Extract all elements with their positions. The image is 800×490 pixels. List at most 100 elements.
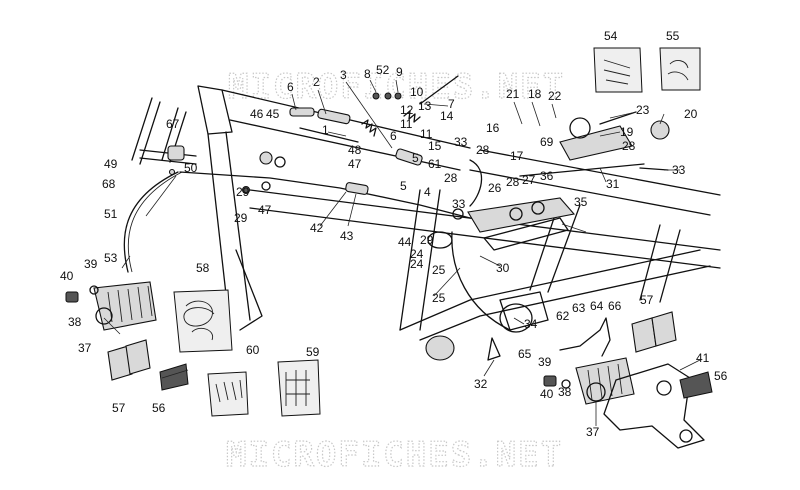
clip-32 bbox=[487, 337, 501, 361]
callout-66: 66 bbox=[608, 299, 622, 313]
reservoir-cap bbox=[569, 117, 591, 139]
bush-46 bbox=[259, 151, 273, 165]
shim-56-rear bbox=[679, 371, 713, 399]
callout-48: 48 bbox=[348, 143, 362, 157]
callout-56b: 56 bbox=[714, 369, 728, 383]
callout-9: 9 bbox=[396, 65, 403, 79]
brake-pads-57-rear bbox=[631, 311, 677, 353]
callout-33c: 33 bbox=[454, 135, 468, 149]
callout-45: 45 bbox=[266, 107, 280, 121]
callout-52: 52 bbox=[376, 63, 390, 77]
bolt-29 bbox=[242, 186, 250, 194]
callout-13: 13 bbox=[418, 99, 432, 113]
callout-25b: 25 bbox=[432, 263, 446, 277]
pivot-3 bbox=[395, 148, 423, 166]
callout-28c: 28 bbox=[444, 171, 458, 185]
frame-rear-strut-2 bbox=[639, 224, 681, 303]
handlebar-assembly bbox=[139, 145, 197, 176]
callout-30: 30 bbox=[496, 261, 510, 275]
callout-26: 26 bbox=[488, 181, 502, 195]
callout-36: 36 bbox=[540, 169, 554, 183]
callout-38: 38 bbox=[68, 315, 82, 329]
callout-40: 40 bbox=[60, 269, 74, 283]
callout-19: 19 bbox=[620, 125, 634, 139]
callout-65: 65 bbox=[518, 347, 532, 361]
callout-18: 18 bbox=[528, 87, 542, 101]
callout-32: 32 bbox=[474, 377, 488, 391]
callout-46: 46 bbox=[250, 107, 264, 121]
callout-22: 22 bbox=[548, 89, 562, 103]
rod-7 bbox=[419, 75, 459, 105]
hose-to-rear bbox=[451, 231, 511, 331]
callout-33: 33 bbox=[672, 163, 686, 177]
callout-49: 49 bbox=[104, 157, 118, 171]
callout-3: 3 bbox=[340, 68, 347, 82]
bolt-40-rear bbox=[543, 375, 557, 387]
front-brake-hose bbox=[123, 171, 179, 273]
brake-pads-57-front bbox=[107, 339, 151, 381]
bolt-33-right bbox=[639, 167, 669, 171]
front-brake-caliper bbox=[65, 281, 157, 331]
callout-50: 50 bbox=[184, 161, 198, 175]
rear-brake-caliper bbox=[543, 357, 635, 405]
callout-38b: 38 bbox=[558, 385, 572, 399]
callout-6: 6 bbox=[287, 80, 294, 94]
callout-64: 64 bbox=[590, 299, 604, 313]
callout-61: 61 bbox=[428, 157, 442, 171]
callout-41: 41 bbox=[696, 351, 710, 365]
callout-29b: 29 bbox=[236, 185, 250, 199]
rod-1 bbox=[299, 127, 359, 143]
frame-pivot-bush bbox=[499, 303, 533, 333]
callout-57b: 57 bbox=[640, 293, 654, 307]
callout-14: 14 bbox=[440, 109, 454, 123]
washer-45 bbox=[274, 156, 286, 168]
callout-24b: 24 bbox=[410, 257, 424, 271]
callout-51: 51 bbox=[104, 207, 118, 221]
callout-10: 10 bbox=[410, 85, 424, 99]
leader-lines bbox=[103, 79, 701, 426]
callout-28b: 28 bbox=[622, 139, 636, 153]
spring-13 bbox=[403, 110, 421, 123]
frame-pivot-cap bbox=[425, 335, 455, 361]
master-cylinder-front bbox=[167, 145, 185, 161]
callout-11: 11 bbox=[400, 117, 413, 131]
callout-39: 39 bbox=[84, 257, 98, 271]
callout-17: 17 bbox=[510, 149, 524, 163]
kit-55 bbox=[659, 47, 701, 91]
frame-lower-rail bbox=[399, 249, 711, 341]
hose-loop bbox=[469, 159, 483, 207]
callout-44: 44 bbox=[398, 235, 412, 249]
callout-57a: 57 bbox=[112, 401, 126, 415]
callout-7: 7 bbox=[448, 97, 455, 111]
washer-38-rear bbox=[561, 379, 571, 389]
bolt-23 bbox=[599, 111, 637, 125]
kit-58 bbox=[173, 289, 233, 353]
callout-5b: 5 bbox=[412, 151, 419, 165]
callout-23: 23 bbox=[636, 103, 650, 117]
callout-8: 8 bbox=[364, 67, 371, 81]
callout-63: 63 bbox=[572, 301, 586, 315]
callout-16: 16 bbox=[486, 121, 500, 135]
callout-69: 69 bbox=[540, 135, 554, 149]
pushrod-31 bbox=[519, 163, 645, 177]
watermark-top: MICROFICHES.NET bbox=[228, 67, 565, 107]
callout-21: 21 bbox=[506, 87, 520, 101]
callout-62: 62 bbox=[556, 309, 570, 323]
callout-34: 34 bbox=[524, 317, 538, 331]
callout-labels: 1 2 3 4 5 6 7 8 9 10 11 12 13 14 15 16 1… bbox=[60, 29, 728, 439]
fork-tube-left bbox=[131, 97, 161, 165]
callout-4: 4 bbox=[424, 185, 431, 199]
pedal-arm-35 bbox=[483, 217, 569, 251]
callout-47: 47 bbox=[348, 157, 362, 171]
callout-42: 42 bbox=[310, 221, 324, 235]
shim-56-front bbox=[159, 363, 189, 391]
callout-67: 67 bbox=[166, 117, 180, 131]
callout-54: 54 bbox=[604, 29, 618, 43]
frame-vertical bbox=[399, 189, 441, 331]
pedal-linkage bbox=[427, 197, 576, 251]
callout-59: 59 bbox=[306, 345, 320, 359]
callout-28: 28 bbox=[476, 143, 490, 157]
watermark-bottom: MICROFICHES.NET bbox=[226, 435, 563, 475]
callout-12: 12 bbox=[400, 103, 414, 117]
